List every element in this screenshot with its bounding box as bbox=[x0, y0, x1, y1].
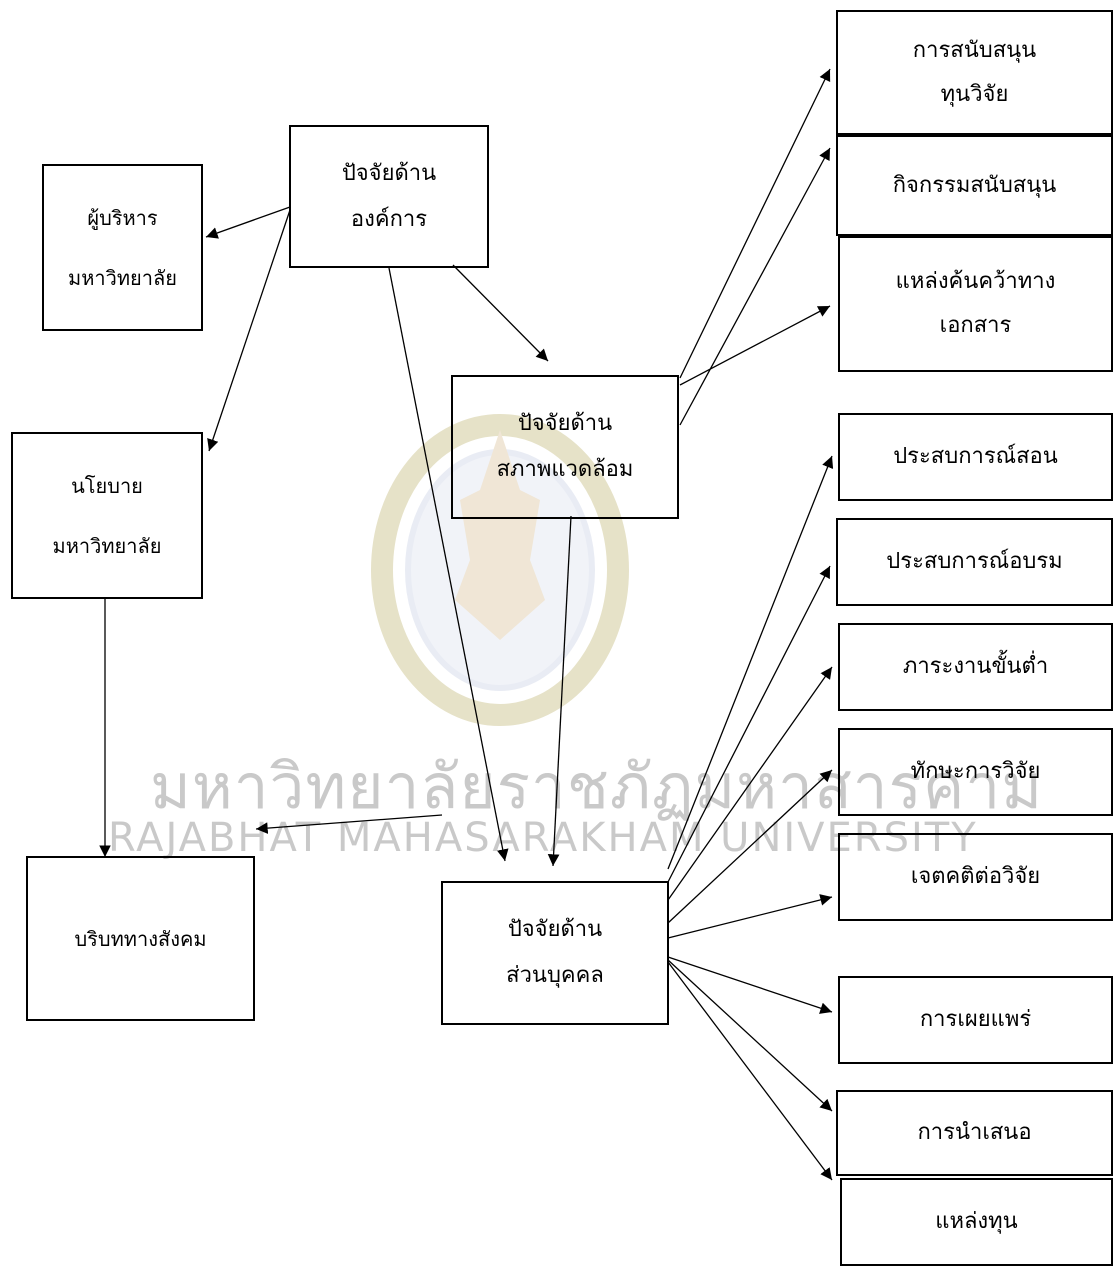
node-personal-factor-line1: ปัจจัยด้าน bbox=[507, 917, 603, 942]
node-document-source: แหล่งค้นคว้าทาง เอกสาร bbox=[838, 236, 1113, 372]
node-organization-factor-line2: องค์การ bbox=[350, 206, 428, 232]
node-research-attitude-line1: เจตคติต่อวิจัย bbox=[910, 864, 1041, 889]
node-organization-factor-line1: ปัจจัยด้าน bbox=[341, 160, 437, 186]
node-document-source-line1: แหล่งค้นคว้าทาง bbox=[895, 269, 1056, 294]
edge-personal-to-fund-source bbox=[667, 961, 833, 1181]
node-environment-factor-line1: ปัจจัยด้าน bbox=[517, 411, 613, 436]
node-university-policy: นโยบาย มหาวิทยาลัย bbox=[11, 432, 203, 599]
node-university-policy-line1: นโยบาย bbox=[71, 473, 143, 498]
node-training-experience-line1: ประสบการณ์อบรม bbox=[886, 549, 1063, 574]
edge-org-to-admin bbox=[205, 206, 291, 239]
edge-personal-to-teach bbox=[667, 455, 834, 870]
node-minimum-workload: ภาระงานขั้นต่ำ bbox=[838, 623, 1113, 711]
edge-personal-to-workload bbox=[667, 666, 833, 901]
edge-org-to-personal bbox=[388, 267, 509, 862]
node-social-context: บริบททางสังคม bbox=[26, 856, 255, 1021]
node-university-admin-line1: ผู้บริหาร bbox=[87, 205, 158, 230]
edge-personal-to-present bbox=[667, 959, 833, 1112]
node-research-attitude: เจตคติต่อวิจัย bbox=[838, 833, 1113, 921]
node-research-skill: ทักษะการวิจัย bbox=[838, 728, 1113, 816]
edge-personal-to-publish bbox=[667, 956, 833, 1014]
edge-personal-to-train bbox=[667, 565, 831, 883]
node-research-fund-support: การสนับสนุน ทุนวิจัย bbox=[836, 10, 1113, 135]
node-training-experience: ประสบการณ์อบรม bbox=[836, 518, 1113, 606]
node-presentation-line1: การนำเสนอ bbox=[917, 1120, 1032, 1145]
edge-env-to-doc-source bbox=[679, 305, 831, 386]
node-minimum-workload-line1: ภาระงานขั้นต่ำ bbox=[902, 654, 1049, 679]
node-document-source-line2: เอกสาร bbox=[939, 313, 1012, 338]
edge-env-to-activity bbox=[679, 147, 831, 426]
edge-org-to-policy bbox=[207, 209, 291, 452]
node-environment-factor: ปัจจัยด้าน สภาพแวดล้อม bbox=[451, 375, 679, 519]
edge-personal-to-skill bbox=[667, 769, 833, 924]
node-personal-factor: ปัจจัยด้าน ส่วนบุคคล bbox=[441, 881, 669, 1025]
node-publication-line1: การเผยแพร่ bbox=[919, 1007, 1032, 1032]
node-publication: การเผยแพร่ bbox=[838, 976, 1113, 1064]
node-presentation: การนำเสนอ bbox=[836, 1090, 1113, 1176]
node-university-admin-line2: มหาวิทยาลัย bbox=[68, 265, 177, 290]
node-university-policy-line2: มหาวิทยาลัย bbox=[52, 533, 162, 558]
node-environment-factor-line2: สภาพแวดล้อม bbox=[496, 457, 634, 482]
node-funding-source: แหล่งทุน bbox=[840, 1178, 1113, 1266]
node-university-admin: ผู้บริหาร มหาวิทยาลัย bbox=[42, 164, 203, 331]
edge-org-to-env bbox=[452, 264, 549, 362]
node-personal-factor-line2: ส่วนบุคคล bbox=[506, 963, 604, 988]
node-teaching-experience-line1: ประสบการณ์สอน bbox=[893, 444, 1058, 469]
node-research-fund-support-line1: การสนับสนุน bbox=[912, 37, 1037, 63]
node-teaching-experience: ประสบการณ์สอน bbox=[838, 413, 1113, 501]
node-organization-factor: ปัจจัยด้าน องค์การ bbox=[289, 125, 489, 268]
edge-personal-to-social bbox=[255, 814, 443, 834]
node-research-fund-support-line2: ทุนวิจัย bbox=[940, 81, 1009, 107]
node-social-context-line1: บริบททางสังคม bbox=[74, 926, 207, 951]
node-support-activity-line1: กิจกรรมสนับสนุน bbox=[892, 172, 1057, 198]
node-funding-source-line1: แหล่งทุน bbox=[935, 1209, 1018, 1234]
edge-env-to-personal bbox=[547, 515, 572, 867]
edge-env-to-fund-support bbox=[679, 68, 831, 379]
node-support-activity: กิจกรรมสนับสนุน bbox=[836, 135, 1113, 236]
node-research-skill-line1: ทักษะการวิจัย bbox=[910, 759, 1041, 784]
edge-personal-to-attitude bbox=[667, 894, 833, 939]
